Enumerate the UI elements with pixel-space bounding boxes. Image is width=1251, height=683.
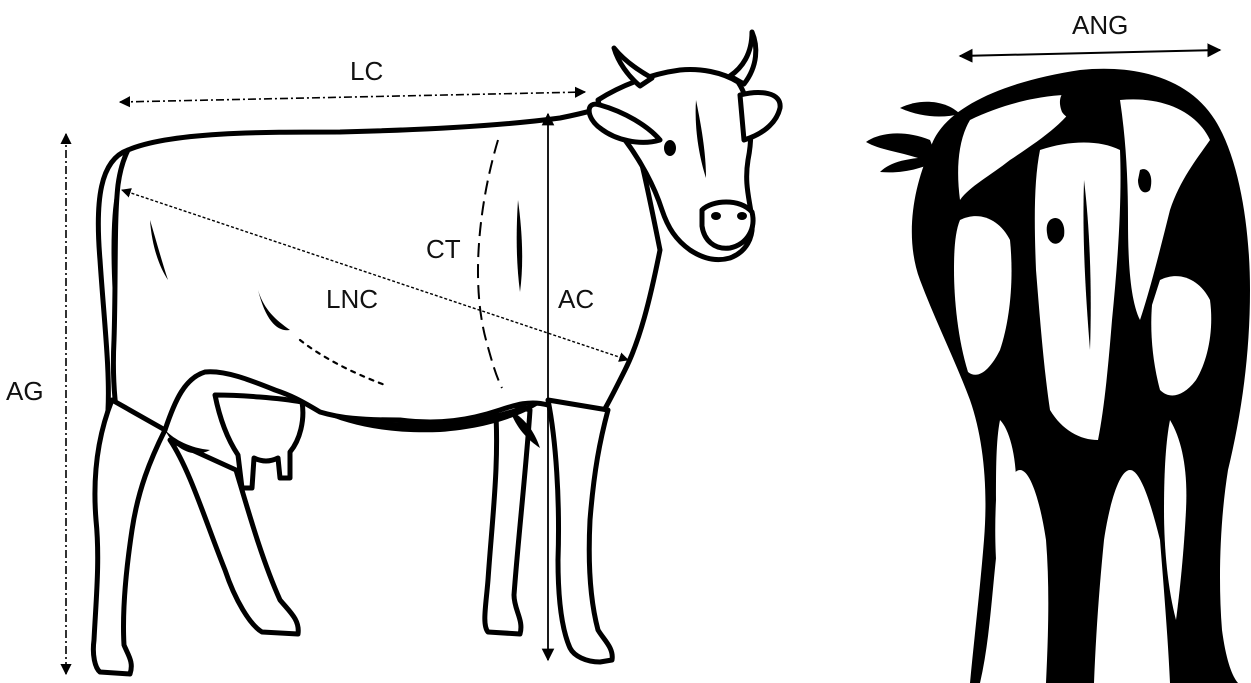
white-patch-center bbox=[1034, 142, 1121, 440]
nostril-left bbox=[711, 212, 721, 220]
nostril-right bbox=[737, 212, 747, 220]
left-horn bbox=[611, 45, 655, 89]
belly-dots bbox=[298, 338, 387, 387]
rear-tail-tuft bbox=[866, 133, 938, 173]
near-front-leg bbox=[545, 397, 615, 665]
lnc-arrow bbox=[121, 188, 629, 362]
shading-leg-front bbox=[510, 410, 540, 448]
measurement-lines bbox=[60, 43, 1222, 676]
shading-thigh bbox=[165, 430, 210, 454]
right-horn bbox=[727, 29, 759, 87]
cow-rear-view-illustration bbox=[866, 68, 1250, 683]
spot-center bbox=[1046, 217, 1065, 244]
near-hind-leg bbox=[90, 397, 168, 677]
label-lc: LC bbox=[350, 56, 383, 86]
spot-stripe bbox=[1083, 180, 1091, 350]
label-ag: AG bbox=[6, 376, 44, 406]
body-outline bbox=[110, 97, 663, 455]
white-patch-leg-right bbox=[1164, 420, 1187, 620]
eye bbox=[664, 140, 676, 156]
spot-right bbox=[1138, 169, 1152, 193]
white-patch-right bbox=[1120, 99, 1210, 320]
lc-arrow bbox=[118, 86, 587, 108]
label-ac: AC bbox=[558, 284, 594, 314]
far-front-leg bbox=[482, 397, 533, 637]
ang-arrow bbox=[958, 43, 1222, 63]
rear-ear-left bbox=[900, 101, 960, 117]
shading-head bbox=[695, 100, 706, 178]
white-patch-left-flank bbox=[954, 216, 1012, 375]
right-ear bbox=[737, 90, 783, 143]
far-hind-leg bbox=[167, 437, 301, 637]
cow-side-view-illustration bbox=[90, 29, 783, 677]
white-patch-right-flank bbox=[1151, 276, 1212, 396]
label-lnc: LNC bbox=[326, 284, 378, 314]
spot-back bbox=[1059, 88, 1101, 122]
shading-underline bbox=[320, 404, 540, 433]
left-ear bbox=[586, 101, 663, 145]
muzzle bbox=[699, 199, 756, 251]
label-ang: ANG bbox=[1072, 10, 1128, 40]
white-patch-back bbox=[958, 95, 1080, 200]
measurement-labels: LC AG AC CT LNC ANG bbox=[6, 10, 1128, 406]
udder bbox=[212, 392, 306, 491]
label-ct: CT bbox=[426, 234, 461, 264]
white-patch-leg-left bbox=[995, 420, 1017, 610]
